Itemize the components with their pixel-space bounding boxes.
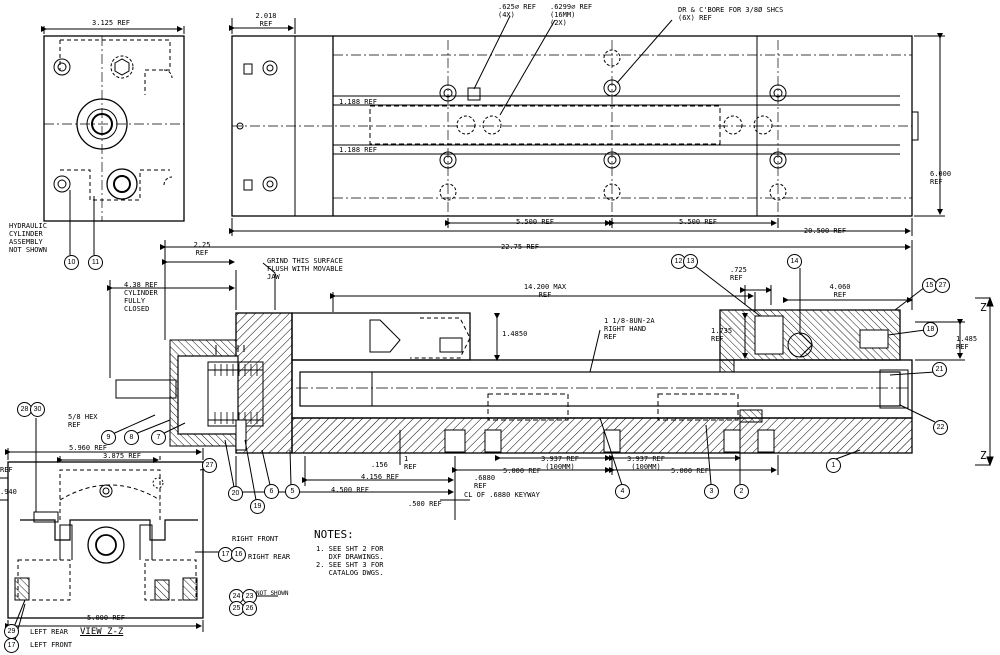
- dim-4156: 4.156 REF: [361, 473, 399, 481]
- balloon-item: 27: [935, 278, 950, 293]
- balloon-item: 16: [231, 547, 246, 562]
- dim-overall-2275: 22.75 REF: [501, 243, 539, 251]
- note-counterbore: DR & C'BORE FOR 3/8Ø SHCS (6X) REF: [678, 6, 784, 22]
- note-item-2: 2. SEE SHT 3 FOR CATALOG DWGS.: [316, 561, 384, 577]
- dim-5000-b: 5.000 REF: [671, 467, 709, 475]
- balloon-item: 17: [4, 638, 19, 653]
- dim-offset-225: 2.25 REF: [193, 241, 211, 257]
- dim-156: .156: [371, 461, 388, 469]
- dim-vz-3875: 3.875 REF: [103, 452, 141, 460]
- balloon-item: 18: [923, 322, 938, 337]
- balloon-item: 7: [151, 430, 166, 445]
- dim-vz-5960: 5.960 REF: [69, 444, 107, 452]
- callout-right-front: RIGHT FRONT: [232, 535, 279, 543]
- dim-3937-b: 3.937 REF (100MM): [627, 455, 665, 471]
- end-view: [41, 26, 185, 255]
- balloon-item: 4: [615, 484, 630, 499]
- note-keyway: CL OF .6880 KEYWAY: [464, 491, 540, 499]
- dim-5000-a: 5.000 REF: [503, 467, 541, 475]
- dim-slot-lower: 1.188 REF: [339, 146, 377, 154]
- balloon-item: 2: [734, 484, 749, 499]
- dim-hole-6299: .6299⌀ REF (16MM) (2X): [550, 3, 593, 27]
- note-item-1: 1. SEE SHT 2 FOR DXF DRAWINGS.: [316, 545, 384, 561]
- dim-slot-upper: 1.188 REF: [339, 98, 377, 106]
- callout-left-rear: LEFT REAR: [30, 628, 68, 636]
- dim-1-ref: 1 REF: [404, 455, 417, 471]
- note-cylinder-closed: 4.38 REF CYLINDER FULLY CLOSED: [124, 281, 158, 313]
- top-view: [229, 15, 945, 236]
- dim-500: .500 REF: [408, 500, 442, 508]
- dim-vz-ref: REF: [0, 466, 13, 474]
- dim-vz-940: .940: [0, 488, 17, 496]
- dim-height-6000: 6.000 REF: [930, 170, 952, 186]
- dim-top-offset: 2.018 REF: [255, 12, 277, 28]
- dim-hex: 5/8 HEX REF: [68, 413, 98, 429]
- balloon-item: 14: [787, 254, 802, 269]
- dim-end-view-width: 3.125 REF: [92, 19, 130, 27]
- dim-1485-right: 1.485 REF: [956, 335, 978, 351]
- dim-max-14200: 14.200 MAX REF: [523, 283, 567, 299]
- dim-725: .725 REF: [730, 266, 747, 282]
- balloon-item: 11: [88, 255, 103, 270]
- balloon-item: 27: [202, 458, 217, 473]
- note-thread: 1 1/8-8UN-2A RIGHT HAND REF: [604, 317, 655, 341]
- dim-1735: 1.735 REF: [711, 327, 733, 343]
- balloon-item: 19: [250, 499, 265, 514]
- dim-4500: 4.500 REF: [331, 486, 369, 494]
- dim-vz-5000: 5.000 REF: [87, 614, 125, 622]
- callout-not-shown: NOT SHOWN: [256, 590, 289, 597]
- section-mark-z-bottom: Z: [980, 449, 987, 462]
- section-view: [107, 240, 994, 520]
- dim-overall-20500: 20.500 REF: [803, 227, 847, 235]
- dim-4060: 4.060 REF: [829, 283, 851, 299]
- callout-left-front: LEFT FRONT: [30, 641, 73, 649]
- notes-title: NOTES:: [314, 528, 354, 541]
- section-mark-z-top: Z: [980, 301, 987, 314]
- balloon-item: 21: [932, 362, 947, 377]
- balloon-item: 29: [4, 624, 19, 639]
- balloon-item: 26: [242, 601, 257, 616]
- balloon-item: 20: [228, 486, 243, 501]
- balloon-item: 9: [101, 430, 116, 445]
- dim-hole-625: .625⌀ REF (4X): [498, 3, 536, 19]
- balloon-item: 13: [683, 254, 698, 269]
- dim-6880: .6880 REF: [474, 474, 496, 490]
- balloon-item: 30: [30, 402, 45, 417]
- balloon-item: 10: [64, 255, 79, 270]
- balloon-item: 3: [704, 484, 719, 499]
- callout-right-rear: RIGHT REAR: [248, 553, 291, 561]
- dim-spacing-left: 5.500 REF: [516, 218, 554, 226]
- note-hydraulic: HYDRAULIC CYLINDER ASSEMBLY NOT SHOWN: [9, 222, 47, 254]
- dim-spacing-right: 5.500 REF: [679, 218, 717, 226]
- balloon-item: 8: [124, 430, 139, 445]
- view-z-z: [0, 418, 278, 645]
- dim-jaw-1485: 1.4850: [502, 330, 528, 338]
- balloon-item: 6: [264, 484, 279, 499]
- view-z-z-label: VIEW Z-Z: [80, 627, 124, 637]
- dim-3937-a: 3.937 REF (100MM): [541, 455, 579, 471]
- balloon-item: 1: [826, 458, 841, 473]
- note-grind-surface: GRIND THIS SURFACE FLUSH WITH MOVABLE JA…: [267, 257, 343, 281]
- balloon-item: 5: [285, 484, 300, 499]
- balloon-item: 22: [933, 420, 948, 435]
